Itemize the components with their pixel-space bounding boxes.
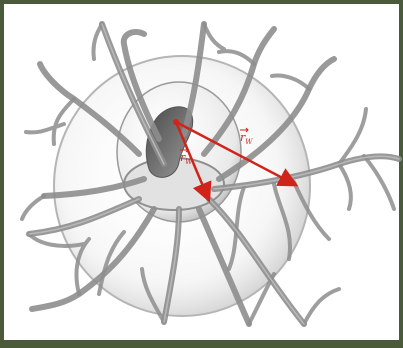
neuron-diagram: rW rW (4, 4, 403, 348)
vector-origin (173, 119, 179, 125)
